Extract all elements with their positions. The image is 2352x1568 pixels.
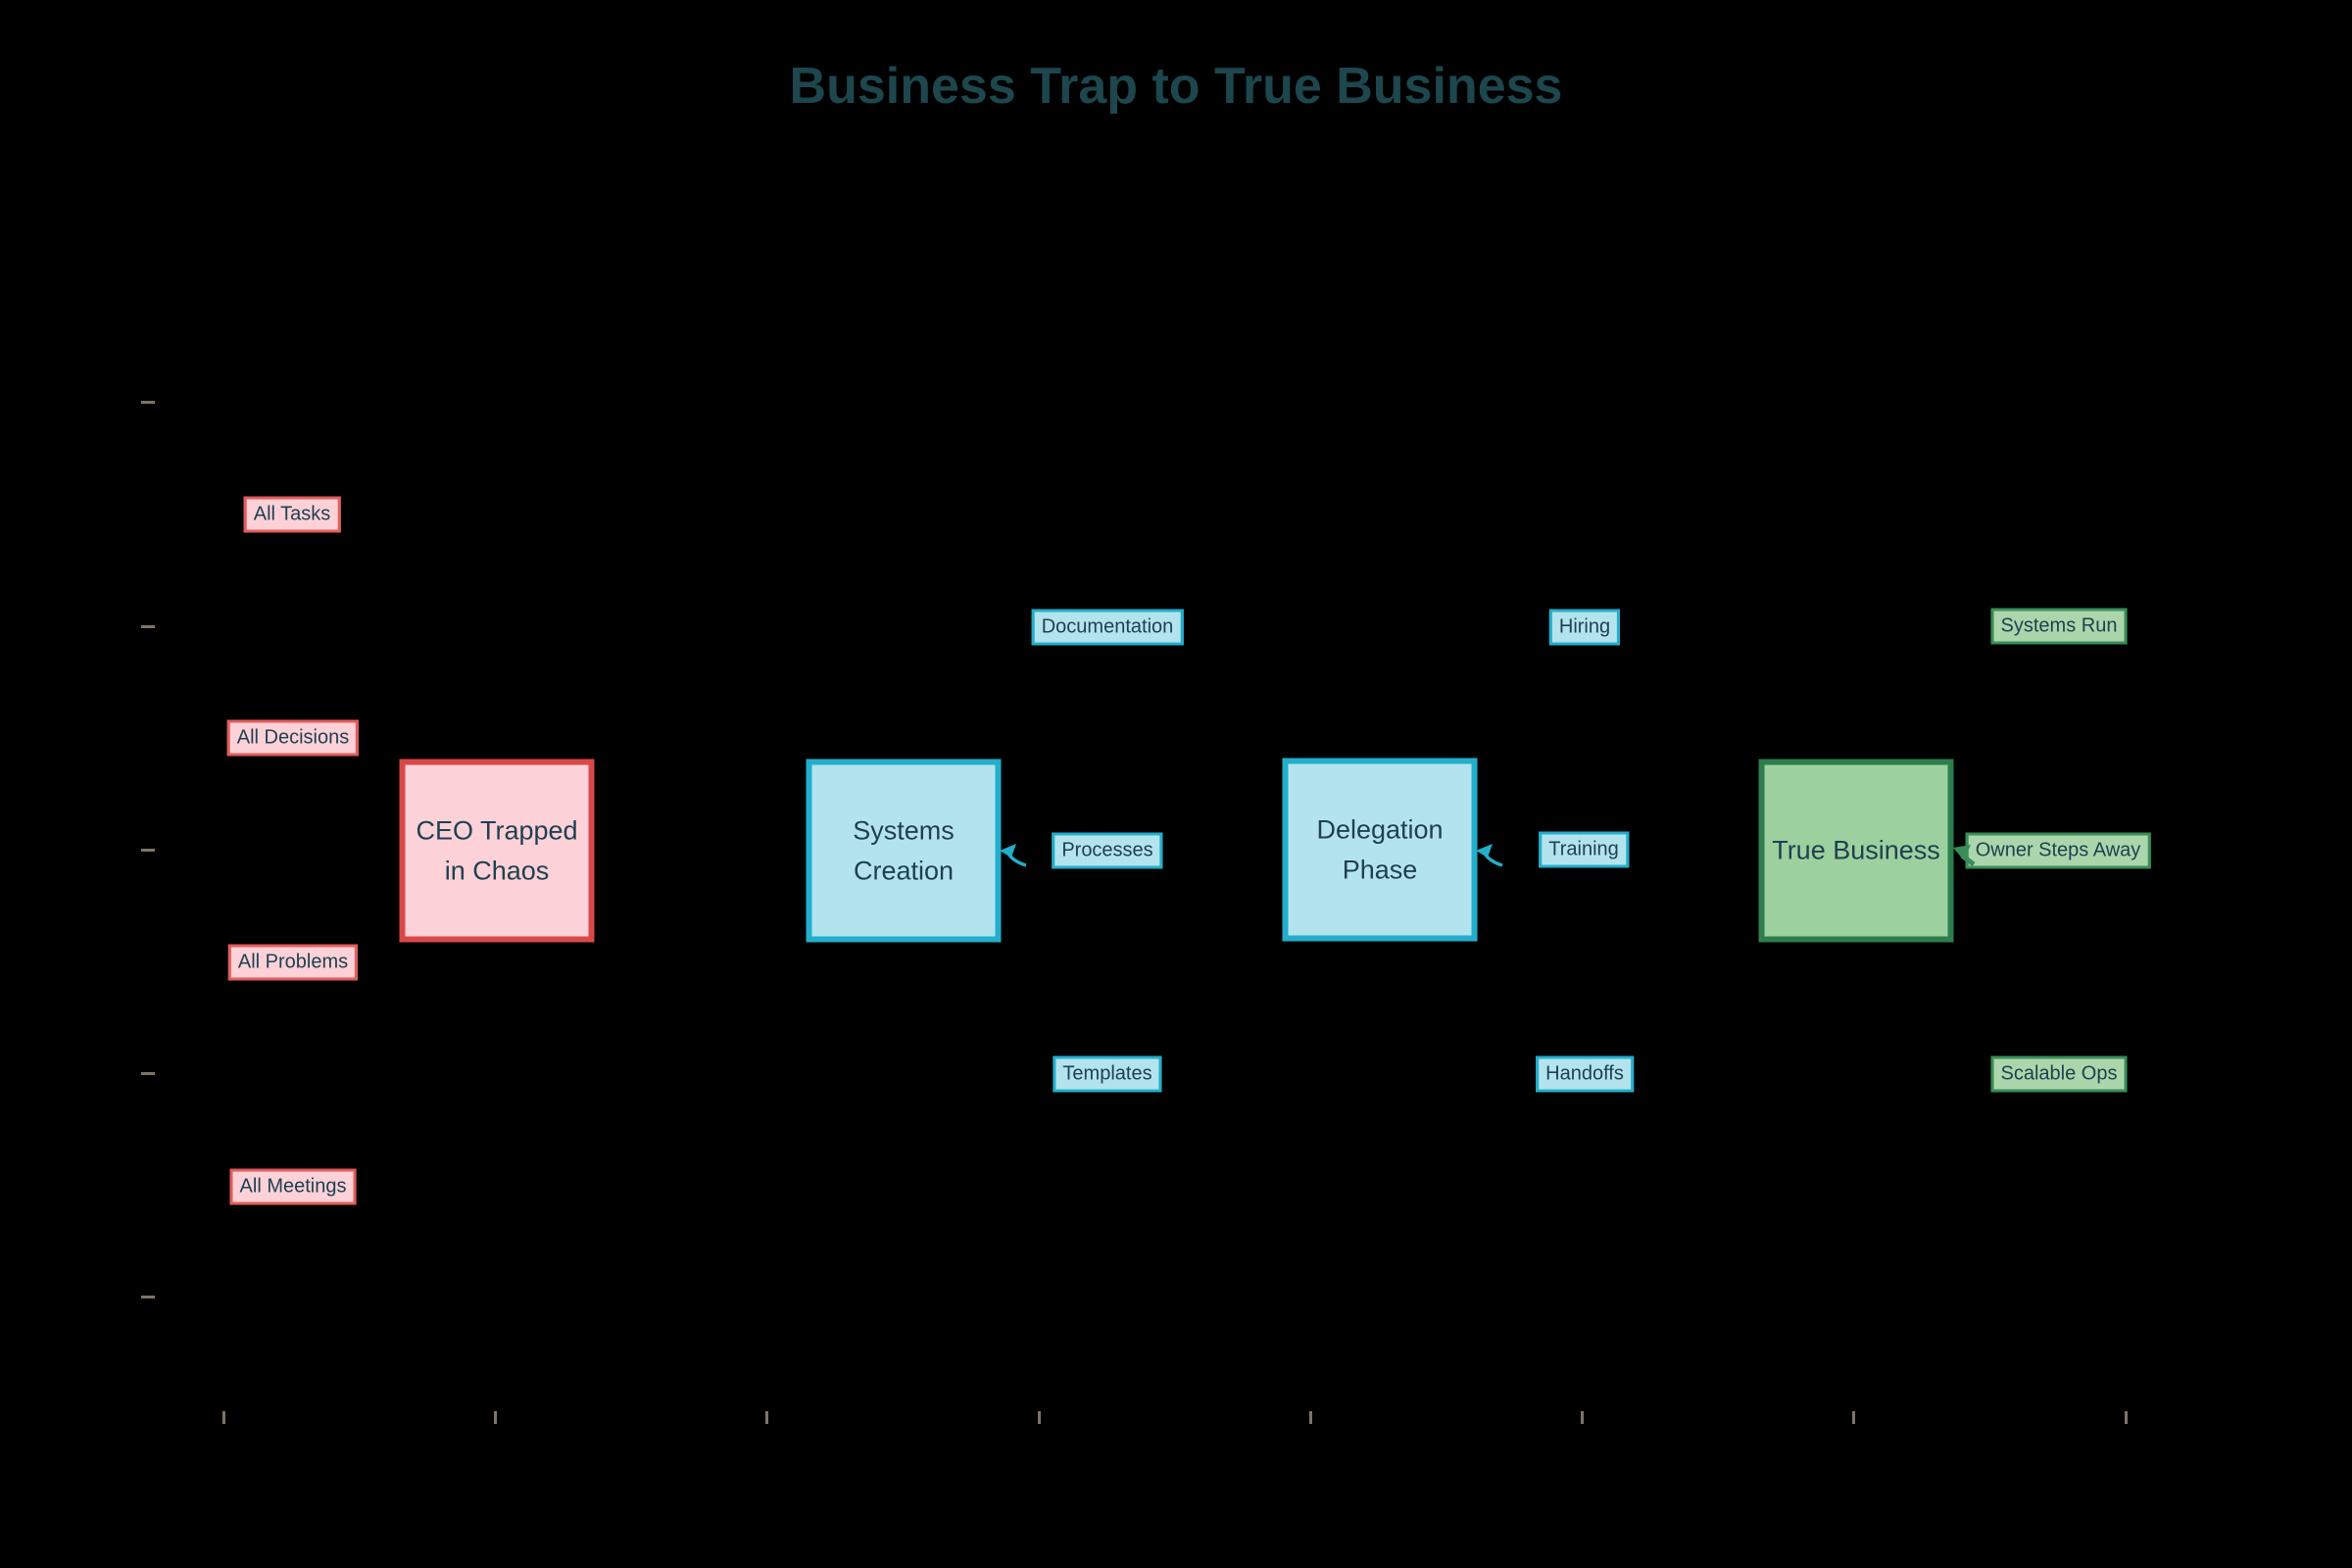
delegation-output-training: Training bbox=[1539, 831, 1629, 868]
y-axis-tick bbox=[141, 625, 155, 628]
x-axis-tick bbox=[2125, 1411, 2128, 1424]
y-axis-tick bbox=[141, 401, 155, 404]
systems-output-processes: Processes bbox=[1052, 832, 1163, 869]
stage-label-line: Phase bbox=[1342, 855, 1418, 884]
stage-ceo-trapped-in-chaos: CEO Trapped in Chaos bbox=[399, 759, 595, 943]
chaos-input-all-meetings: All Meetings bbox=[229, 1168, 357, 1205]
x-axis-tick bbox=[222, 1411, 225, 1424]
chaos-input-all-tasks: All Tasks bbox=[243, 496, 341, 533]
stage-label-line: CEO Trapped bbox=[416, 815, 578, 846]
true-business-output-scalable-ops: Scalable Ops bbox=[1990, 1055, 2128, 1093]
stage-delegation-phase: Delegation Phase bbox=[1282, 758, 1478, 942]
systems-output-templates: Templates bbox=[1053, 1055, 1162, 1093]
stage-label-line: True Business bbox=[1772, 835, 1940, 865]
x-axis-tick bbox=[1852, 1411, 1855, 1424]
x-axis-tick bbox=[494, 1411, 497, 1424]
chaos-input-all-problems: All Problems bbox=[227, 944, 359, 981]
delegation-output-handoffs: Handoffs bbox=[1536, 1055, 1634, 1093]
stage-label-line: Systems bbox=[853, 815, 955, 846]
y-axis-tick bbox=[141, 1072, 155, 1075]
y-axis-tick bbox=[141, 849, 155, 852]
x-axis-tick bbox=[1038, 1411, 1041, 1424]
true-business-output-systems-run: Systems Run bbox=[1990, 608, 2128, 645]
stage-label-line: in Chaos bbox=[444, 856, 550, 885]
stage-label-line: Creation bbox=[853, 856, 955, 885]
x-axis-tick bbox=[1309, 1411, 1312, 1424]
stage-label-line: Delegation bbox=[1316, 814, 1444, 845]
stage-true-business: True Business bbox=[1758, 759, 1954, 943]
training-to-delegation-phase-arrow bbox=[1476, 844, 1503, 867]
delegation-output-hiring: Hiring bbox=[1548, 609, 1621, 646]
stage-systems-creation: Systems Creation bbox=[806, 759, 1002, 943]
true-business-output-owner-steps-away: Owner Steps Away bbox=[1965, 832, 2151, 869]
diagram-title: Business Trap to True Business bbox=[789, 58, 1563, 115]
x-axis-tick bbox=[765, 1411, 768, 1424]
y-axis-tick bbox=[141, 1296, 155, 1298]
systems-output-documentation: Documentation bbox=[1031, 609, 1184, 646]
x-axis-tick bbox=[1581, 1411, 1584, 1424]
chaos-input-all-decisions: All Decisions bbox=[226, 719, 360, 757]
processes-to-systems-creation-arrow bbox=[1000, 844, 1027, 867]
